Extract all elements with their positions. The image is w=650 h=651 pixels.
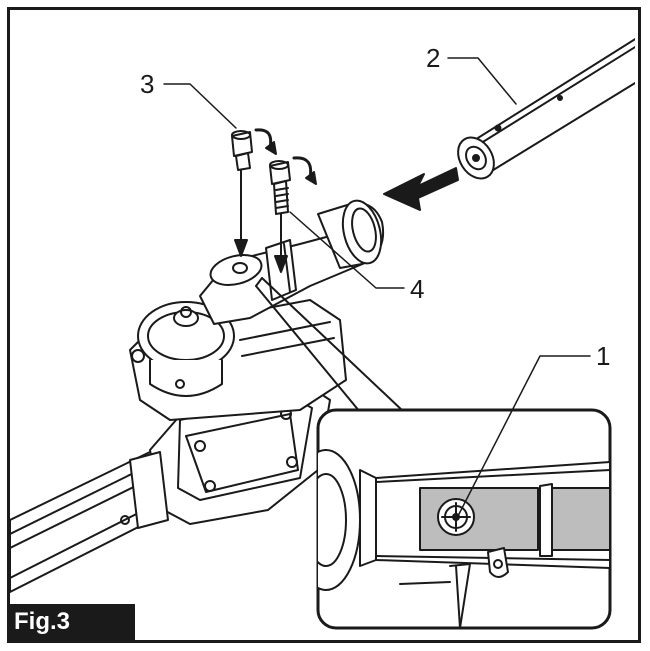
callout-leaders (163, 57, 591, 517)
figure-label-background (7, 604, 135, 640)
leader-2 (447, 57, 517, 105)
bolt-4 (269, 156, 317, 273)
callout-1: 1 (596, 341, 611, 371)
figure-label: Fig.3 (14, 608, 71, 635)
detail-inset (316, 408, 612, 630)
shaft-pipe (457, 37, 635, 180)
leader-1 (457, 355, 591, 517)
callout-2: 2 (426, 43, 441, 73)
callout-4: 4 (410, 274, 425, 304)
bolt-3 (231, 128, 277, 257)
leader-4 (289, 211, 405, 289)
insert-direction-arrow (383, 167, 459, 211)
callout-3: 3 (140, 69, 155, 99)
zoom-lines (255, 277, 405, 413)
leader-3 (163, 83, 237, 129)
